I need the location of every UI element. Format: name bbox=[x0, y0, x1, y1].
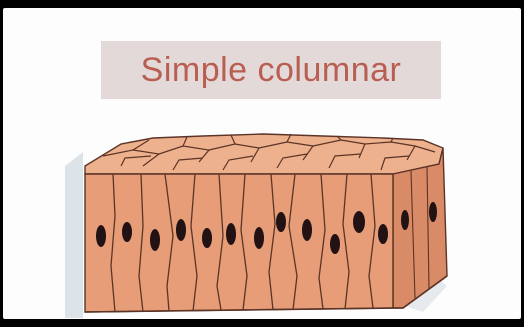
columnar-epithelium-illustration bbox=[63, 126, 483, 318]
nucleus bbox=[378, 224, 388, 244]
block-shadow bbox=[65, 152, 83, 318]
nucleus bbox=[401, 210, 409, 230]
nucleus bbox=[202, 228, 212, 248]
nucleus bbox=[429, 202, 437, 222]
title-banner: Simple columnar bbox=[101, 41, 441, 99]
nucleus bbox=[353, 211, 365, 233]
diagram-title: Simple columnar bbox=[101, 41, 441, 99]
nucleus bbox=[302, 219, 312, 241]
nucleus bbox=[96, 225, 106, 247]
nucleus bbox=[254, 227, 264, 249]
apical-surface bbox=[85, 134, 443, 174]
nucleus bbox=[330, 234, 340, 254]
nucleus bbox=[276, 212, 286, 232]
nucleus bbox=[176, 219, 186, 241]
nucleus bbox=[150, 229, 160, 251]
slide-frame: Simple columnar bbox=[3, 8, 521, 319]
nucleus bbox=[226, 223, 236, 245]
nucleus bbox=[122, 222, 132, 242]
